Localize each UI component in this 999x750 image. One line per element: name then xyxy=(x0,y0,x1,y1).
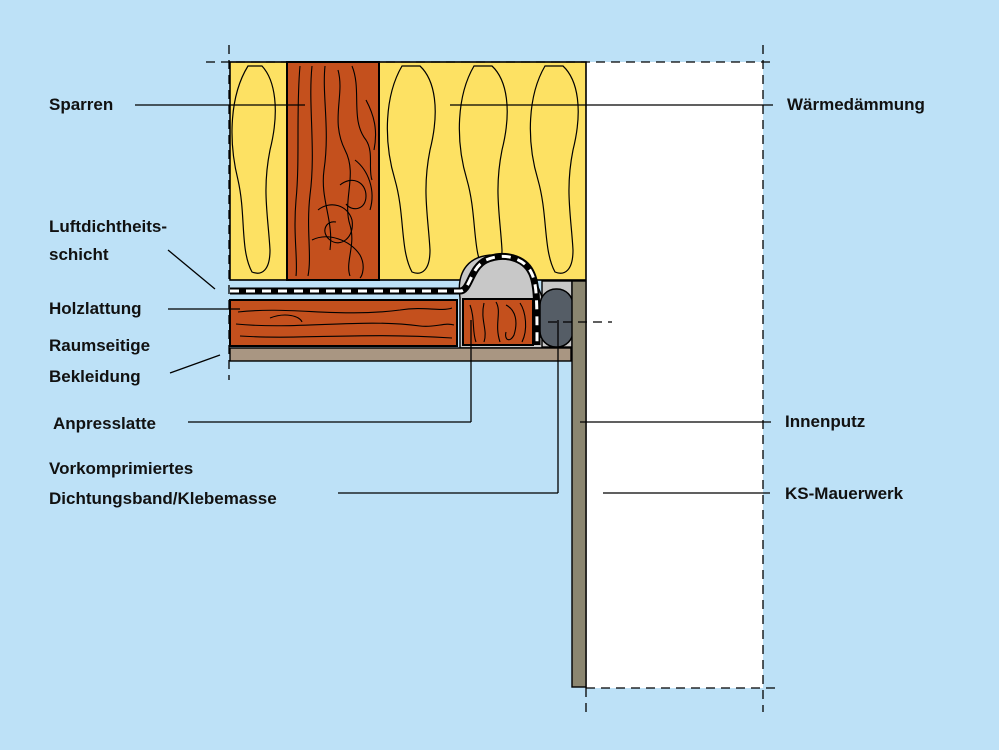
insulation xyxy=(229,61,587,281)
label-waermedaemmung: Wärmedämmung xyxy=(787,95,925,114)
label-dichtung-line2: Dichtungsband/Klebemasse xyxy=(49,489,277,508)
label-bekleidung-line1: Raumseitige xyxy=(49,336,150,355)
label-holzlattung: Holzlattung xyxy=(49,299,142,318)
airtightness-layer xyxy=(230,253,541,346)
label-anpresslatte: Anpresslatte xyxy=(53,414,156,433)
label-bekleidung-line2: Bekleidung xyxy=(49,367,141,386)
label-innenputz: Innenputz xyxy=(785,412,865,431)
inner-plaster xyxy=(571,280,587,688)
label-mauerwerk: KS-Mauerwerk xyxy=(785,484,904,503)
ks-masonry-wall xyxy=(586,62,763,688)
label-luftdichtheit-line1: Luftdichtheits- xyxy=(49,217,167,236)
sealing-tape xyxy=(539,288,574,348)
reference-lines xyxy=(206,45,775,712)
leader-lines xyxy=(135,104,773,494)
timber-battens xyxy=(229,299,458,347)
interior-lining xyxy=(229,347,572,362)
pressing-batten xyxy=(462,298,534,346)
label-sparren: Sparren xyxy=(49,95,113,114)
rafter xyxy=(286,61,380,281)
label-luftdichtheit-line2: schicht xyxy=(49,245,109,264)
label-dichtung-line1: Vorkomprimiertes xyxy=(49,459,193,478)
